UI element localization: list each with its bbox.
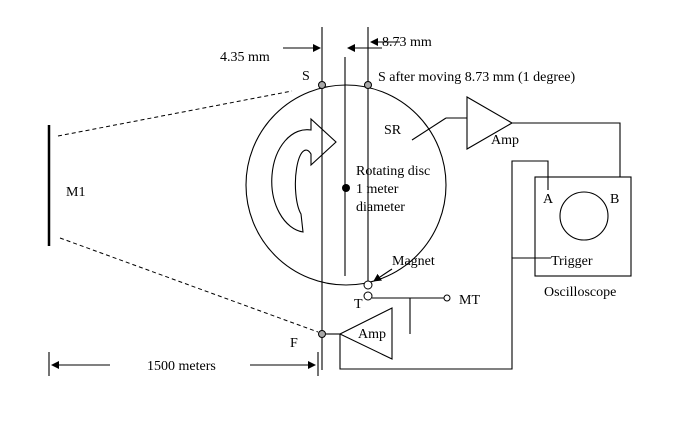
s-after-label: S after moving 8.73 mm (1 degree) bbox=[378, 70, 575, 85]
magnet-label: Magnet bbox=[392, 254, 435, 269]
sr-label: SR bbox=[384, 123, 402, 138]
point-s bbox=[318, 81, 326, 89]
magnet-point bbox=[363, 280, 373, 290]
sr-lead bbox=[411, 117, 447, 141]
point-f bbox=[318, 330, 326, 338]
magnet-arrow bbox=[373, 268, 393, 282]
amp-bottom-label: Amp bbox=[358, 327, 386, 342]
disc-label-line2: 1 meter bbox=[356, 182, 399, 197]
dim-label-right: 8.73 mm bbox=[382, 35, 432, 50]
trigger-label: Trigger bbox=[551, 254, 593, 269]
s-label: S bbox=[302, 69, 310, 84]
disc-label-line3: diameter bbox=[356, 200, 405, 215]
oscilloscope-box bbox=[534, 176, 632, 277]
input-a-label: A bbox=[543, 192, 554, 207]
dim-label-left: 4.35 mm bbox=[220, 50, 270, 65]
disc-label-line1: Rotating disc bbox=[356, 164, 430, 179]
wire-input-a bbox=[511, 160, 549, 258]
m1-label: M1 bbox=[66, 185, 85, 200]
distance-label: 1500 meters bbox=[147, 359, 216, 374]
point-t bbox=[363, 291, 373, 301]
beam-upper-dashed bbox=[57, 90, 293, 137]
oscilloscope-screen bbox=[559, 191, 609, 241]
disc-center bbox=[342, 184, 350, 192]
rotating-disc bbox=[245, 84, 447, 286]
wire-trigger bbox=[339, 257, 551, 370]
f-label: F bbox=[290, 336, 298, 351]
rotation-arrow-icon bbox=[271, 117, 337, 233]
beam-lower-dashed bbox=[59, 237, 319, 333]
amp-top-output bbox=[512, 122, 621, 177]
amp-top-label: Amp bbox=[491, 133, 519, 148]
input-b-label: B bbox=[610, 192, 619, 207]
t-label: T bbox=[354, 297, 363, 312]
point-s-after bbox=[364, 81, 372, 89]
amp-bottom bbox=[338, 307, 393, 360]
mt-label: MT bbox=[459, 293, 480, 308]
point-mt bbox=[443, 294, 451, 302]
amp-top bbox=[466, 96, 514, 150]
oscilloscope-label: Oscilloscope bbox=[544, 285, 616, 300]
